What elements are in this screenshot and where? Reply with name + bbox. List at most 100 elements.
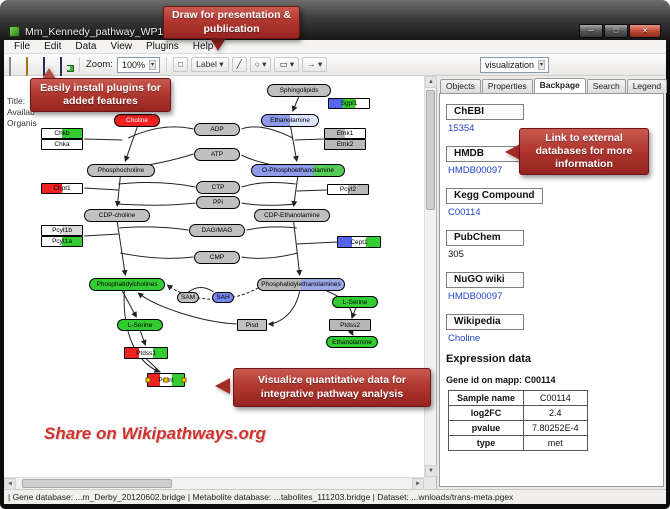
visualization-combobox[interactable]: visualization ▾	[479, 56, 549, 73]
backpage-value-chebi[interactable]: 15354	[448, 123, 475, 134]
chevron-down-icon: ▾	[148, 59, 156, 70]
scroll-up-icon[interactable]: ▲	[425, 76, 437, 88]
backpage-header-kegg-compound: Kegg Compound	[446, 188, 543, 204]
export-icon	[60, 57, 62, 76]
pathway-node-ethanolamine-4[interactable]: Ethanolamine	[261, 114, 319, 127]
toolbar-tool-1[interactable]: Label ▾	[191, 57, 229, 72]
toolbar-tool-5[interactable]: → ▾	[302, 57, 328, 72]
pathway-node-atp-9[interactable]: ATP	[194, 148, 240, 161]
backpage-value-nugo-wiki[interactable]: HMDB00097	[448, 291, 503, 302]
pathway-node-choline-2[interactable]: Choline	[114, 114, 160, 127]
pathway-node-sphingolipids-0[interactable]: Sphingolipids	[267, 84, 331, 97]
expression-cell: met	[523, 435, 588, 451]
toolbar: Zoom: 100% ▾ □Label ▾╱○ ▾▭ ▾→ ▾ visualiz…	[4, 54, 666, 76]
pathway-node-pcyt1a-20[interactable]: Pcyt1a	[41, 236, 83, 247]
visualization-value: visualization	[484, 59, 534, 70]
pathway-node-cdp-ethanolamine-17[interactable]: CDP-Ethanolamine	[254, 209, 330, 222]
selection-handle[interactable]	[181, 377, 187, 383]
export-button[interactable]	[60, 57, 73, 76]
callout-link-pointer	[505, 144, 520, 160]
tab-backpage[interactable]: Backpage	[533, 78, 586, 93]
save-button[interactable]	[43, 57, 56, 76]
pathway-node-cdp-choline-16[interactable]: CDP-choline	[84, 209, 150, 222]
zoom-combobox[interactable]: 100% ▾	[116, 56, 160, 73]
pathway-node-phosphocholine-10[interactable]: Phosphocholine	[87, 164, 155, 177]
pathway-node-phosphatidylethanolamines-24[interactable]: Phosphatidylethanolamines	[257, 278, 345, 291]
pathway-node-ctp-12[interactable]: CTP	[196, 181, 240, 194]
pathway-node-pcyt1b-19[interactable]: Pcyt1b	[41, 225, 83, 236]
menu-file[interactable]: File	[14, 41, 31, 52]
pathway-node-adp-3[interactable]: ADP	[194, 123, 240, 136]
selection-handle[interactable]	[163, 377, 169, 383]
pathway-node-ethanolamine-31[interactable]: Ethanolamine	[326, 336, 378, 348]
expression-cell: pvalue	[447, 420, 525, 436]
open-folder-icon	[26, 57, 28, 76]
scroll-right-icon[interactable]: ►	[412, 477, 424, 490]
pathway-node-cmp-22[interactable]: CMP	[194, 251, 240, 264]
pathway-node-o-phosphoethanolamine-11[interactable]: O-Phosphoethanolamine	[251, 164, 345, 177]
scroll-down-icon[interactable]: ▼	[425, 465, 437, 477]
pathway-node-pisd-28[interactable]: Pisd	[237, 319, 267, 331]
pathway-node-pcyt2-15[interactable]: Pcyt2	[327, 184, 369, 195]
pathway-node-sah-26[interactable]: SAH	[212, 292, 234, 303]
horizontal-scrollbar[interactable]: ◄ ►	[4, 477, 424, 490]
tab-objects[interactable]: Objects	[440, 79, 481, 93]
backpage-value-kegg-compound[interactable]: C00114	[448, 207, 481, 218]
window-controls: ─ □ ✕	[579, 24, 661, 38]
pathway-node-phosphatidylcholines-23[interactable]: Phosphatidylcholines	[89, 278, 165, 291]
pathway-canvas[interactable]: Title: Availab Organis	[4, 76, 424, 477]
pathway-node-ppi-14[interactable]: PPi	[196, 196, 240, 209]
menu-data[interactable]: Data	[75, 41, 97, 52]
pathway-node-cept1-21[interactable]: Cept1	[337, 236, 381, 248]
tab-search[interactable]: Search	[586, 79, 626, 93]
toolbar-separator	[165, 57, 167, 72]
toolbar-tool-3[interactable]: ○ ▾	[249, 57, 272, 72]
pathway-node-etnk2-8[interactable]: Etnk2	[324, 139, 366, 150]
tab-legend[interactable]: Legend	[626, 79, 668, 93]
pathway-node-chpt1-13[interactable]: Chpt1	[41, 183, 83, 194]
vertical-scrollbar[interactable]: ▲ ▼	[424, 76, 437, 477]
new-file-button[interactable]	[9, 57, 22, 76]
pathway-node-ptdss2-29[interactable]: Ptdss2	[329, 319, 371, 331]
pathway-node-l-serine-27[interactable]: L-Serine	[332, 296, 378, 308]
pathway-node-sgpl1-1[interactable]: Sgpl1	[328, 98, 370, 109]
pathway-node-etnk1-7[interactable]: Etnk1	[324, 128, 366, 139]
toolbar-tool-0[interactable]: □	[172, 57, 189, 72]
toolbar-tool-4[interactable]: ▭ ▾	[274, 57, 300, 72]
tab-properties[interactable]: Properties	[481, 79, 533, 93]
pathway-node-l-serine-30[interactable]: L-Serine	[117, 319, 163, 331]
backpage-value-wikipedia[interactable]: Choline	[448, 333, 481, 344]
callout-draw-pointer	[210, 38, 226, 51]
share-wikipathways-text: Share on Wikipathways.org	[44, 424, 266, 443]
pathway-node-sam-25[interactable]: SAM	[177, 292, 199, 303]
pathway-node-chkb-5[interactable]: Chkb	[41, 128, 83, 139]
expression-cell: C00114	[523, 390, 588, 406]
vertical-scroll-thumb[interactable]	[426, 90, 435, 210]
backpage-header-nugo-wiki: NuGO wiki	[446, 272, 524, 288]
close-button[interactable]: ✕	[629, 24, 661, 38]
scroll-left-icon[interactable]: ◄	[4, 477, 16, 490]
title-bar[interactable]: Mm_Kennedy_pathway_WP1771_45176.gpml	[9, 24, 550, 39]
callout-plugins-pointer	[42, 68, 56, 79]
menu-edit[interactable]: Edit	[44, 41, 62, 52]
toolbar-tool-2[interactable]: ╱	[231, 57, 247, 72]
open-button[interactable]	[26, 57, 39, 76]
pathway-node-ptdss1-32[interactable]: Ptdss1	[124, 347, 168, 359]
horizontal-scroll-thumb[interactable]	[22, 479, 172, 488]
pathway-node-chka-6[interactable]: Chka	[41, 139, 83, 150]
backpage-value-hmdb[interactable]: HMDB00097	[448, 165, 503, 176]
menu-help[interactable]: Help	[192, 41, 214, 52]
menu-view[interactable]: View	[110, 41, 132, 52]
minimize-button[interactable]: ─	[579, 24, 603, 38]
maximize-button[interactable]: □	[604, 24, 628, 38]
pathway-node-dag-mag-18[interactable]: DAG/MAG	[189, 224, 245, 237]
pathway-node-pemt-33[interactable]: Pemt	[145, 373, 187, 387]
main-area: Title: Availab Organis	[4, 76, 668, 490]
menu-plugins[interactable]: Plugins	[145, 41, 179, 52]
callout-link: Link to external databases for more info…	[519, 128, 649, 175]
selection-handle[interactable]	[145, 377, 151, 383]
